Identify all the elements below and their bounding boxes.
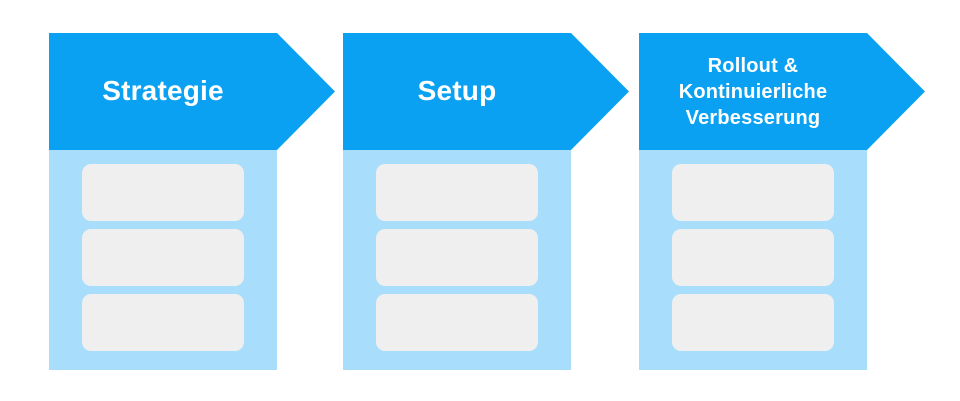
placeholder-box [376, 229, 538, 286]
placeholder-box [376, 294, 538, 351]
stage-rollout-arrow: Rollout & Kontinuierliche Verbesserung [639, 33, 925, 150]
placeholder-box [82, 294, 244, 351]
placeholder-box [82, 229, 244, 286]
stage-setup-label: Setup [417, 75, 497, 107]
stage-rollout-panel [639, 150, 867, 370]
stage-rollout-label: Rollout & Kontinuierliche Verbesserung [678, 54, 828, 129]
placeholder-box [82, 164, 244, 221]
stage-strategie-label: Strategie [102, 75, 224, 107]
stage-setup: Setup [343, 33, 571, 370]
placeholder-box [376, 164, 538, 221]
stage-strategie: Strategie [49, 33, 277, 370]
placeholder-box [672, 294, 834, 351]
stage-rollout: Rollout & Kontinuierliche Verbesserung [639, 33, 867, 370]
placeholder-box [672, 164, 834, 221]
placeholder-box [672, 229, 834, 286]
stage-strategie-panel [49, 150, 277, 370]
stage-strategie-arrow: Strategie [49, 33, 335, 150]
stage-setup-panel [343, 150, 571, 370]
stage-setup-arrow: Setup [343, 33, 629, 150]
